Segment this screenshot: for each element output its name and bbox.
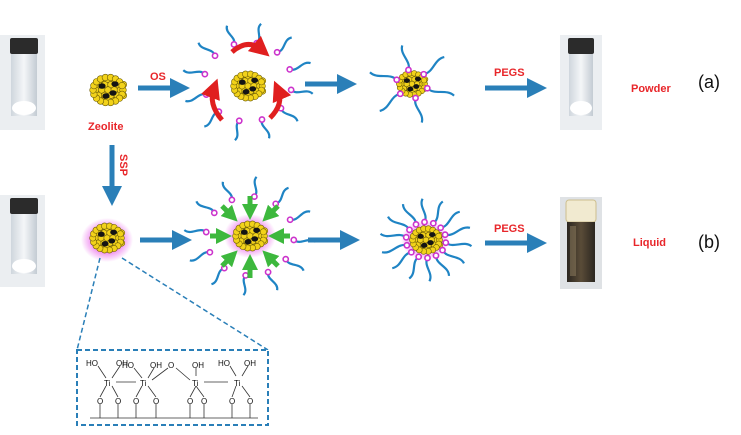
chem-o: O [168, 361, 174, 370]
vial-zeolite-top [0, 35, 45, 130]
chem-oh: OH [116, 359, 128, 368]
chem-ho: HO [86, 359, 98, 368]
push-arrows-ssp [210, 196, 290, 278]
label-pegs-bottom: PEGS [494, 223, 525, 235]
zeolite-particle [89, 73, 127, 107]
label-powder: Powder [631, 83, 671, 95]
label-pegs-top: PEGS [494, 67, 525, 79]
chem-o: O [229, 397, 235, 406]
vial-liquid [560, 197, 602, 289]
chem-oh: OH [244, 359, 256, 368]
polymer-chains-grafted [369, 45, 455, 123]
chem-ti: Ti [140, 379, 147, 388]
chem-ti: Ti [234, 379, 241, 388]
chem-o: O [115, 397, 121, 406]
chem-o: O [247, 397, 253, 406]
chem-o: O [153, 397, 159, 406]
zeolite-particle [89, 222, 126, 254]
label-panel-b: (b) [698, 232, 720, 252]
zeolite-particle [232, 220, 269, 252]
chem-ti: Ti [192, 379, 199, 388]
chem-ho: HO [218, 359, 230, 368]
label-os: OS [150, 71, 166, 83]
curved-arrows-os [201, 35, 292, 122]
zeolite-particle [409, 225, 444, 255]
chem-oh: OH [192, 361, 204, 370]
process-arrows [102, 74, 547, 253]
vial-zeolite-bottom [0, 195, 45, 287]
chem-ti: Ti [104, 379, 111, 388]
polymer-chains-grafted [379, 198, 473, 282]
vial-powder [560, 35, 602, 130]
chem-oh: OH [150, 361, 162, 370]
label-zeolite: Zeolite [88, 121, 123, 133]
label-liquid: Liquid [633, 237, 666, 249]
zoom-lines [76, 257, 269, 351]
zeolite-particle [230, 70, 267, 102]
chem-o: O [97, 397, 103, 406]
inset-surface-structure: HO OH Ti O O HO OH Ti O O O OH Ti O O HO… [76, 349, 269, 426]
chem-ho: HO [122, 361, 134, 370]
label-ssp: SSP [117, 154, 129, 176]
chem-o: O [133, 397, 139, 406]
chem-o: O [187, 397, 193, 406]
chem-o: O [201, 397, 207, 406]
label-panel-a: (a) [698, 72, 720, 92]
